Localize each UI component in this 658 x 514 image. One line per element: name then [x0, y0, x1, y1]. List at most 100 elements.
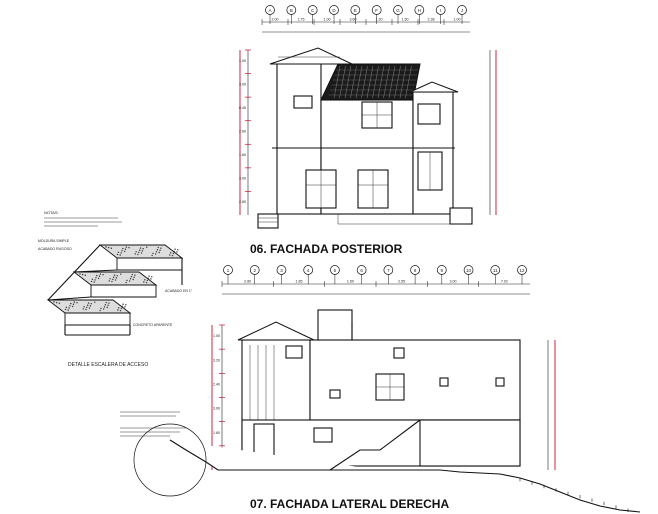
stair-tread-texture: [53, 246, 179, 312]
right-level-dimensions: 1.003.202.403.001.601.50: [213, 324, 225, 459]
rear-base-step: [257, 213, 279, 229]
stair-notes-label: NOTAS:: [44, 210, 59, 215]
axis-bubble-label: 5: [334, 268, 337, 273]
axis-bubble: 4: [303, 265, 314, 284]
dimension-label: 3.60: [350, 18, 357, 22]
dimension-label: 3.00: [450, 280, 457, 284]
axis-bubble: 1: [223, 265, 233, 284]
dimension-label: 2.38: [428, 18, 435, 22]
dimension-label: 2.00: [272, 18, 279, 22]
axis-bubble-label: H: [418, 8, 421, 13]
axis-bubble-label: B: [290, 8, 293, 13]
level-dimension-label: 1.00: [239, 59, 246, 63]
axis-bubble-label: C: [311, 8, 315, 13]
rear-elevation-title: 06. FACHADA POSTERIOR: [250, 242, 403, 256]
axis-bubble-label: 1: [227, 268, 230, 273]
axis-bubble: G: [393, 5, 403, 24]
axis-bubble: J: [457, 5, 467, 24]
axis-bubble-label: G: [396, 8, 400, 13]
axis-bubble: 6: [356, 265, 367, 284]
stair-steps-drawing: [46, 244, 184, 336]
rear-hatched-roof: [320, 63, 421, 101]
axis-bubble: 8: [410, 265, 420, 284]
rear-top-dimensions: 2.00 1.75 1.00 3.60 1.20 1.50 2.38 1.00: [261, 18, 461, 25]
stair-notes-lines: [44, 217, 122, 227]
axis-bubble-label: 10: [466, 268, 472, 273]
dimension-label: 1.50: [402, 18, 409, 22]
center-stair-ramp: [329, 419, 421, 471]
axis-bubble-label: 8: [414, 268, 417, 273]
right-lower-wing: [419, 419, 521, 467]
axis-bubble: H: [414, 5, 425, 24]
axis-bubble-label: F: [375, 8, 378, 13]
axis-bubble: 12: [517, 265, 527, 284]
left-stepped-ground: [169, 439, 380, 471]
level-dimension-label: 3.00: [239, 82, 246, 86]
rear-window-upper-left: [293, 95, 313, 109]
dimension-label: 1.50: [347, 280, 354, 284]
right-small-window-1: [393, 347, 405, 359]
right-lower-window-1: [313, 427, 333, 443]
axis-bubble: 10: [463, 265, 474, 284]
level-dimension-label: 3.20: [213, 358, 220, 362]
axis-bubble: D: [329, 5, 339, 24]
axis-bubble-label: 2: [253, 268, 256, 273]
stair-callout-4: CONCRETO APARENTE: [133, 323, 173, 327]
axis-bubble-label: 4: [307, 268, 310, 273]
axis-bubble: C: [307, 5, 318, 24]
rear-tower-roof: [269, 47, 353, 65]
tower-siding: [249, 345, 275, 420]
axis-bubble: B: [286, 5, 297, 24]
dimension-label: 1.20: [376, 18, 383, 22]
axis-bubble-label: 7: [387, 268, 390, 273]
right-ground-steps: [519, 478, 629, 512]
axis-bubble: I: [435, 5, 446, 24]
right-elevation-title: 07. FACHADA LATERAL DERECHA: [250, 497, 449, 511]
level-dimension-label: 3.00: [213, 407, 220, 411]
detail-callout-circle: [133, 423, 207, 497]
right-stepped-ground: [380, 469, 641, 513]
level-dimension-label: 3.00: [239, 177, 246, 181]
level-dimension-label: 0.45: [239, 106, 246, 110]
right-small-window-3: [495, 377, 505, 387]
rear-level-dimensions: 1.003.000.452.601.603.002.80: [239, 49, 251, 204]
dimension-label: 1.75: [298, 18, 305, 22]
stair-callout-3: ACABADO EN 1": [165, 289, 193, 293]
axis-bubble: 7: [383, 265, 394, 284]
dimension-label: 1.00: [324, 18, 331, 22]
axis-bubble-label: A: [268, 8, 271, 13]
dimension-label: 2.55: [398, 280, 405, 284]
roof-hatch-pattern: [328, 65, 418, 99]
axis-bubble: F: [371, 5, 382, 24]
axis-bubble-label: D: [332, 8, 336, 13]
level-dimension-label: 2.40: [213, 382, 220, 386]
level-dimension-label: 2.60: [239, 130, 246, 134]
axis-bubble-label: 11: [493, 268, 498, 273]
axis-bubble-label: 12: [519, 268, 525, 273]
right-roof-box: [317, 309, 353, 345]
axis-bubble-label: 9: [441, 268, 444, 273]
right-main-body: [309, 339, 521, 421]
right-small-window-4: [329, 389, 341, 399]
axis-bubble-label: 6: [360, 268, 363, 273]
axis-bubble: 11: [490, 265, 501, 284]
stair-callout-1: MOLDURA SIMPLE: [38, 239, 70, 243]
right-small-window-2: [439, 377, 449, 387]
stair-detail-title: DETALLE ESCALERA DE ACCESO: [68, 362, 148, 368]
axis-bubble-label: I: [440, 8, 441, 13]
axis-bubble-label: 3: [280, 268, 283, 273]
stair-access-detail: NOTAS: MOLDURA SIMPLE ACABADO RUGOSO ACA…: [38, 210, 193, 368]
stair-callout-2: ACABADO RUGOSO: [38, 247, 72, 251]
level-dimension-label: 1.00: [213, 334, 220, 338]
axis-bubble: 3: [276, 265, 287, 284]
dimension-label: 1.00: [454, 18, 461, 22]
axis-bubble-label: J: [461, 8, 463, 13]
axis-bubble: 9: [436, 265, 447, 284]
axis-bubble: 5: [330, 265, 340, 284]
dimension-label: 7.02: [501, 280, 508, 284]
